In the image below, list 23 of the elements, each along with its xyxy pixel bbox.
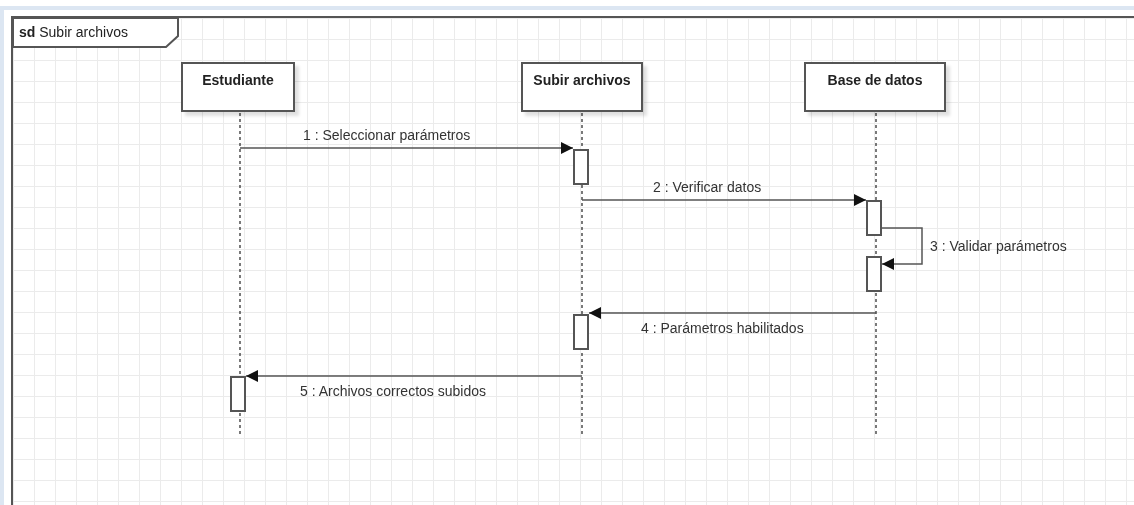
lifeline-head [181,62,295,112]
activation-bar [573,314,589,350]
message-label: 4 : Parámetros habilitados [641,319,804,338]
message-label: 3 : Validar parámetros [930,237,1067,256]
message-arrow [588,307,877,319]
activation-bar [866,256,882,292]
activation-bar [573,149,589,185]
participant-name: Base de datos [827,71,923,90]
participant-name: Estudiante [202,71,274,90]
message-arrow [581,194,867,206]
message-label: 2 : Verificar datos [653,178,762,197]
message-arrow [881,227,923,270]
lifeline-head [521,62,643,112]
message-arrow [245,370,583,382]
message-label: 5 : Archivos correctos subidos [300,382,486,401]
message-label: 1 : Seleccionar parámetros [303,126,471,145]
frame-title: sd Subir archivos [19,23,128,42]
sequence-frame [11,16,1134,505]
participant-name: Subir archivos [533,71,631,90]
lifeline-head [804,62,946,112]
message-arrow [239,142,574,154]
activation-bar [866,200,882,236]
activation-bar [230,376,246,412]
